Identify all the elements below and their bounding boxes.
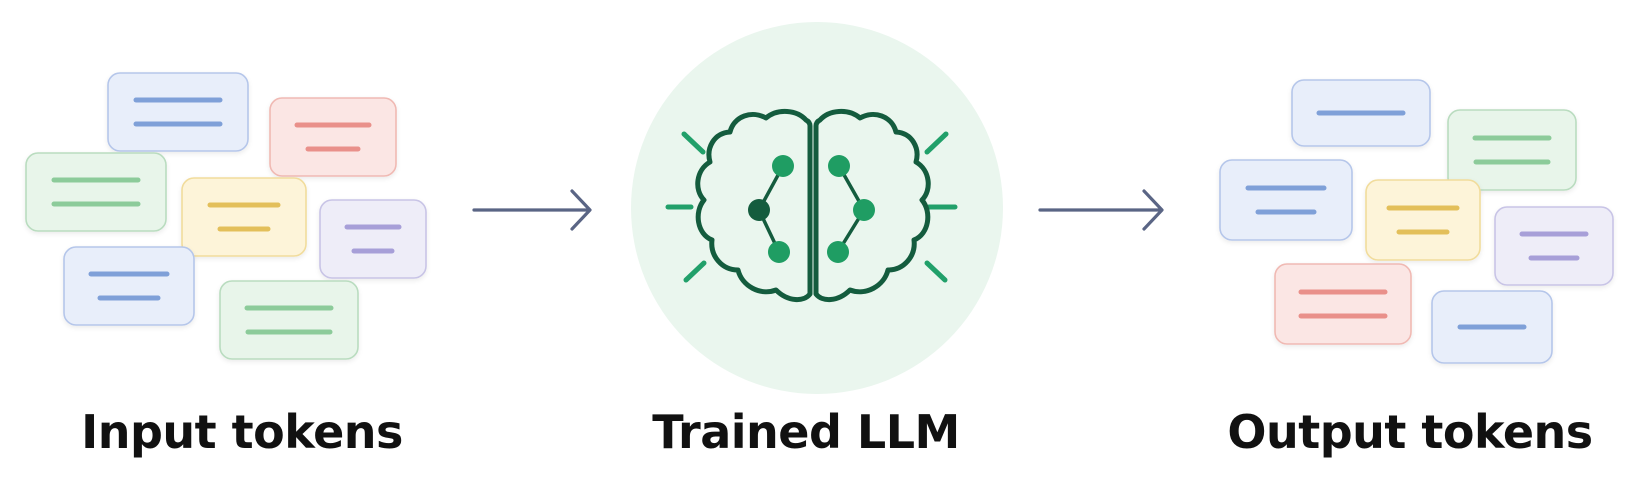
output-tokens-label: Output tokens [1227, 405, 1593, 459]
neural-node [768, 241, 790, 263]
token-card-box [1494, 206, 1614, 286]
token-card-box [219, 280, 359, 360]
token-card [1431, 290, 1553, 364]
token-card [63, 246, 195, 326]
token-card [269, 97, 397, 177]
token-card [25, 152, 167, 232]
token-card [1447, 109, 1577, 191]
neural-node [772, 155, 794, 177]
token-card [219, 280, 359, 360]
token-card-box [269, 97, 397, 177]
token-card [107, 72, 249, 152]
arrow-head [1142, 189, 1164, 231]
neural-node [853, 199, 875, 221]
model-group [631, 22, 1003, 394]
neural-node [828, 155, 850, 177]
neural-node [827, 241, 849, 263]
spark-ray [924, 260, 948, 283]
arrow-right-icon [1038, 189, 1164, 231]
token-card-box [1274, 263, 1412, 345]
token-card [319, 199, 427, 279]
token-card-box [1219, 159, 1353, 241]
brain-hemisphere [695, 109, 813, 302]
trained-llm-label: Trained LLM [652, 405, 960, 459]
token-card [1494, 206, 1614, 286]
token-card [1219, 159, 1353, 241]
neural-node [748, 199, 770, 221]
token-card [181, 177, 307, 257]
token-card [1274, 263, 1412, 345]
token-card-box [181, 177, 307, 257]
token-card [1365, 179, 1481, 261]
brain-icon [695, 109, 931, 302]
token-card-box [319, 199, 427, 279]
arrow-head [570, 189, 592, 231]
input-tokens-group [25, 72, 427, 360]
spark-rays [665, 131, 958, 283]
token-card-box [63, 246, 195, 326]
token-card-box [107, 72, 249, 152]
token-card-box [1447, 109, 1577, 191]
spark-ray [924, 131, 949, 155]
token-card [1291, 79, 1431, 147]
output-tokens-group [1219, 79, 1614, 364]
brain-hemisphere [813, 109, 931, 302]
spark-ray [681, 131, 706, 155]
token-card-box [25, 152, 167, 232]
spark-ray [683, 260, 707, 283]
input-tokens-label: Input tokens [81, 405, 403, 459]
arrow-right-icon [472, 189, 592, 231]
token-card-box [1365, 179, 1481, 261]
